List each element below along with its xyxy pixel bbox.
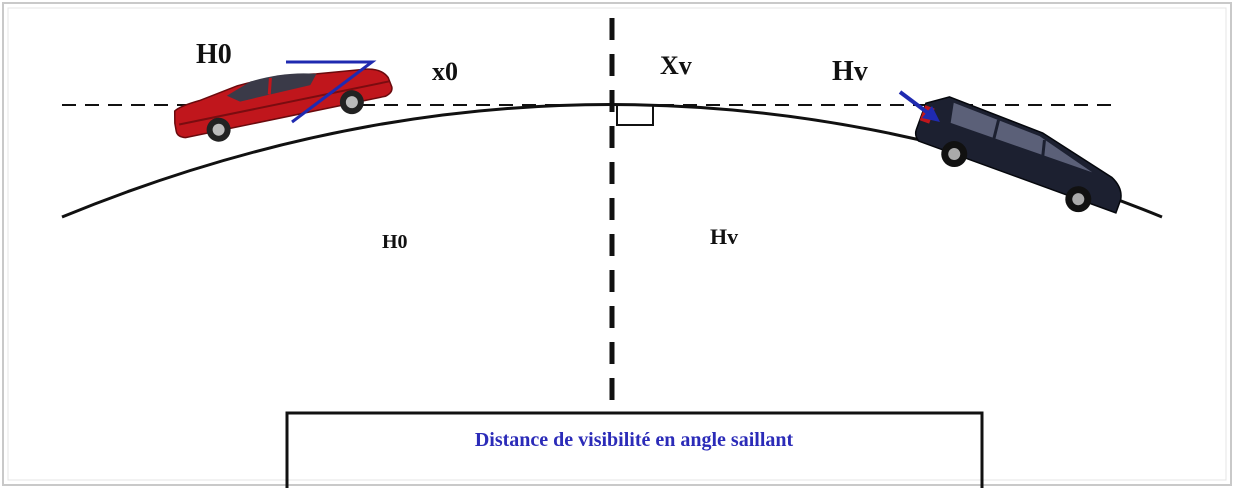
hv-arrow-head [922,106,940,122]
h0-pointer-line [286,60,377,124]
caption-box [285,411,984,488]
caption-text: Distance de visibilité en angle saillant [475,429,794,451]
label-hv-bottom: Hv [710,224,738,249]
dark-suv-icon [914,96,1122,214]
hv-pointer-arrow [898,90,934,118]
label-xv: Xv [660,51,692,80]
label-hv-top: Hv [832,56,868,87]
label-h0-bottom: H0 [382,231,408,253]
right-angle-marker [616,104,654,126]
label-x0: x0 [432,57,458,86]
label-h0-top: H0 [196,39,232,70]
inner-frame [7,7,1227,481]
